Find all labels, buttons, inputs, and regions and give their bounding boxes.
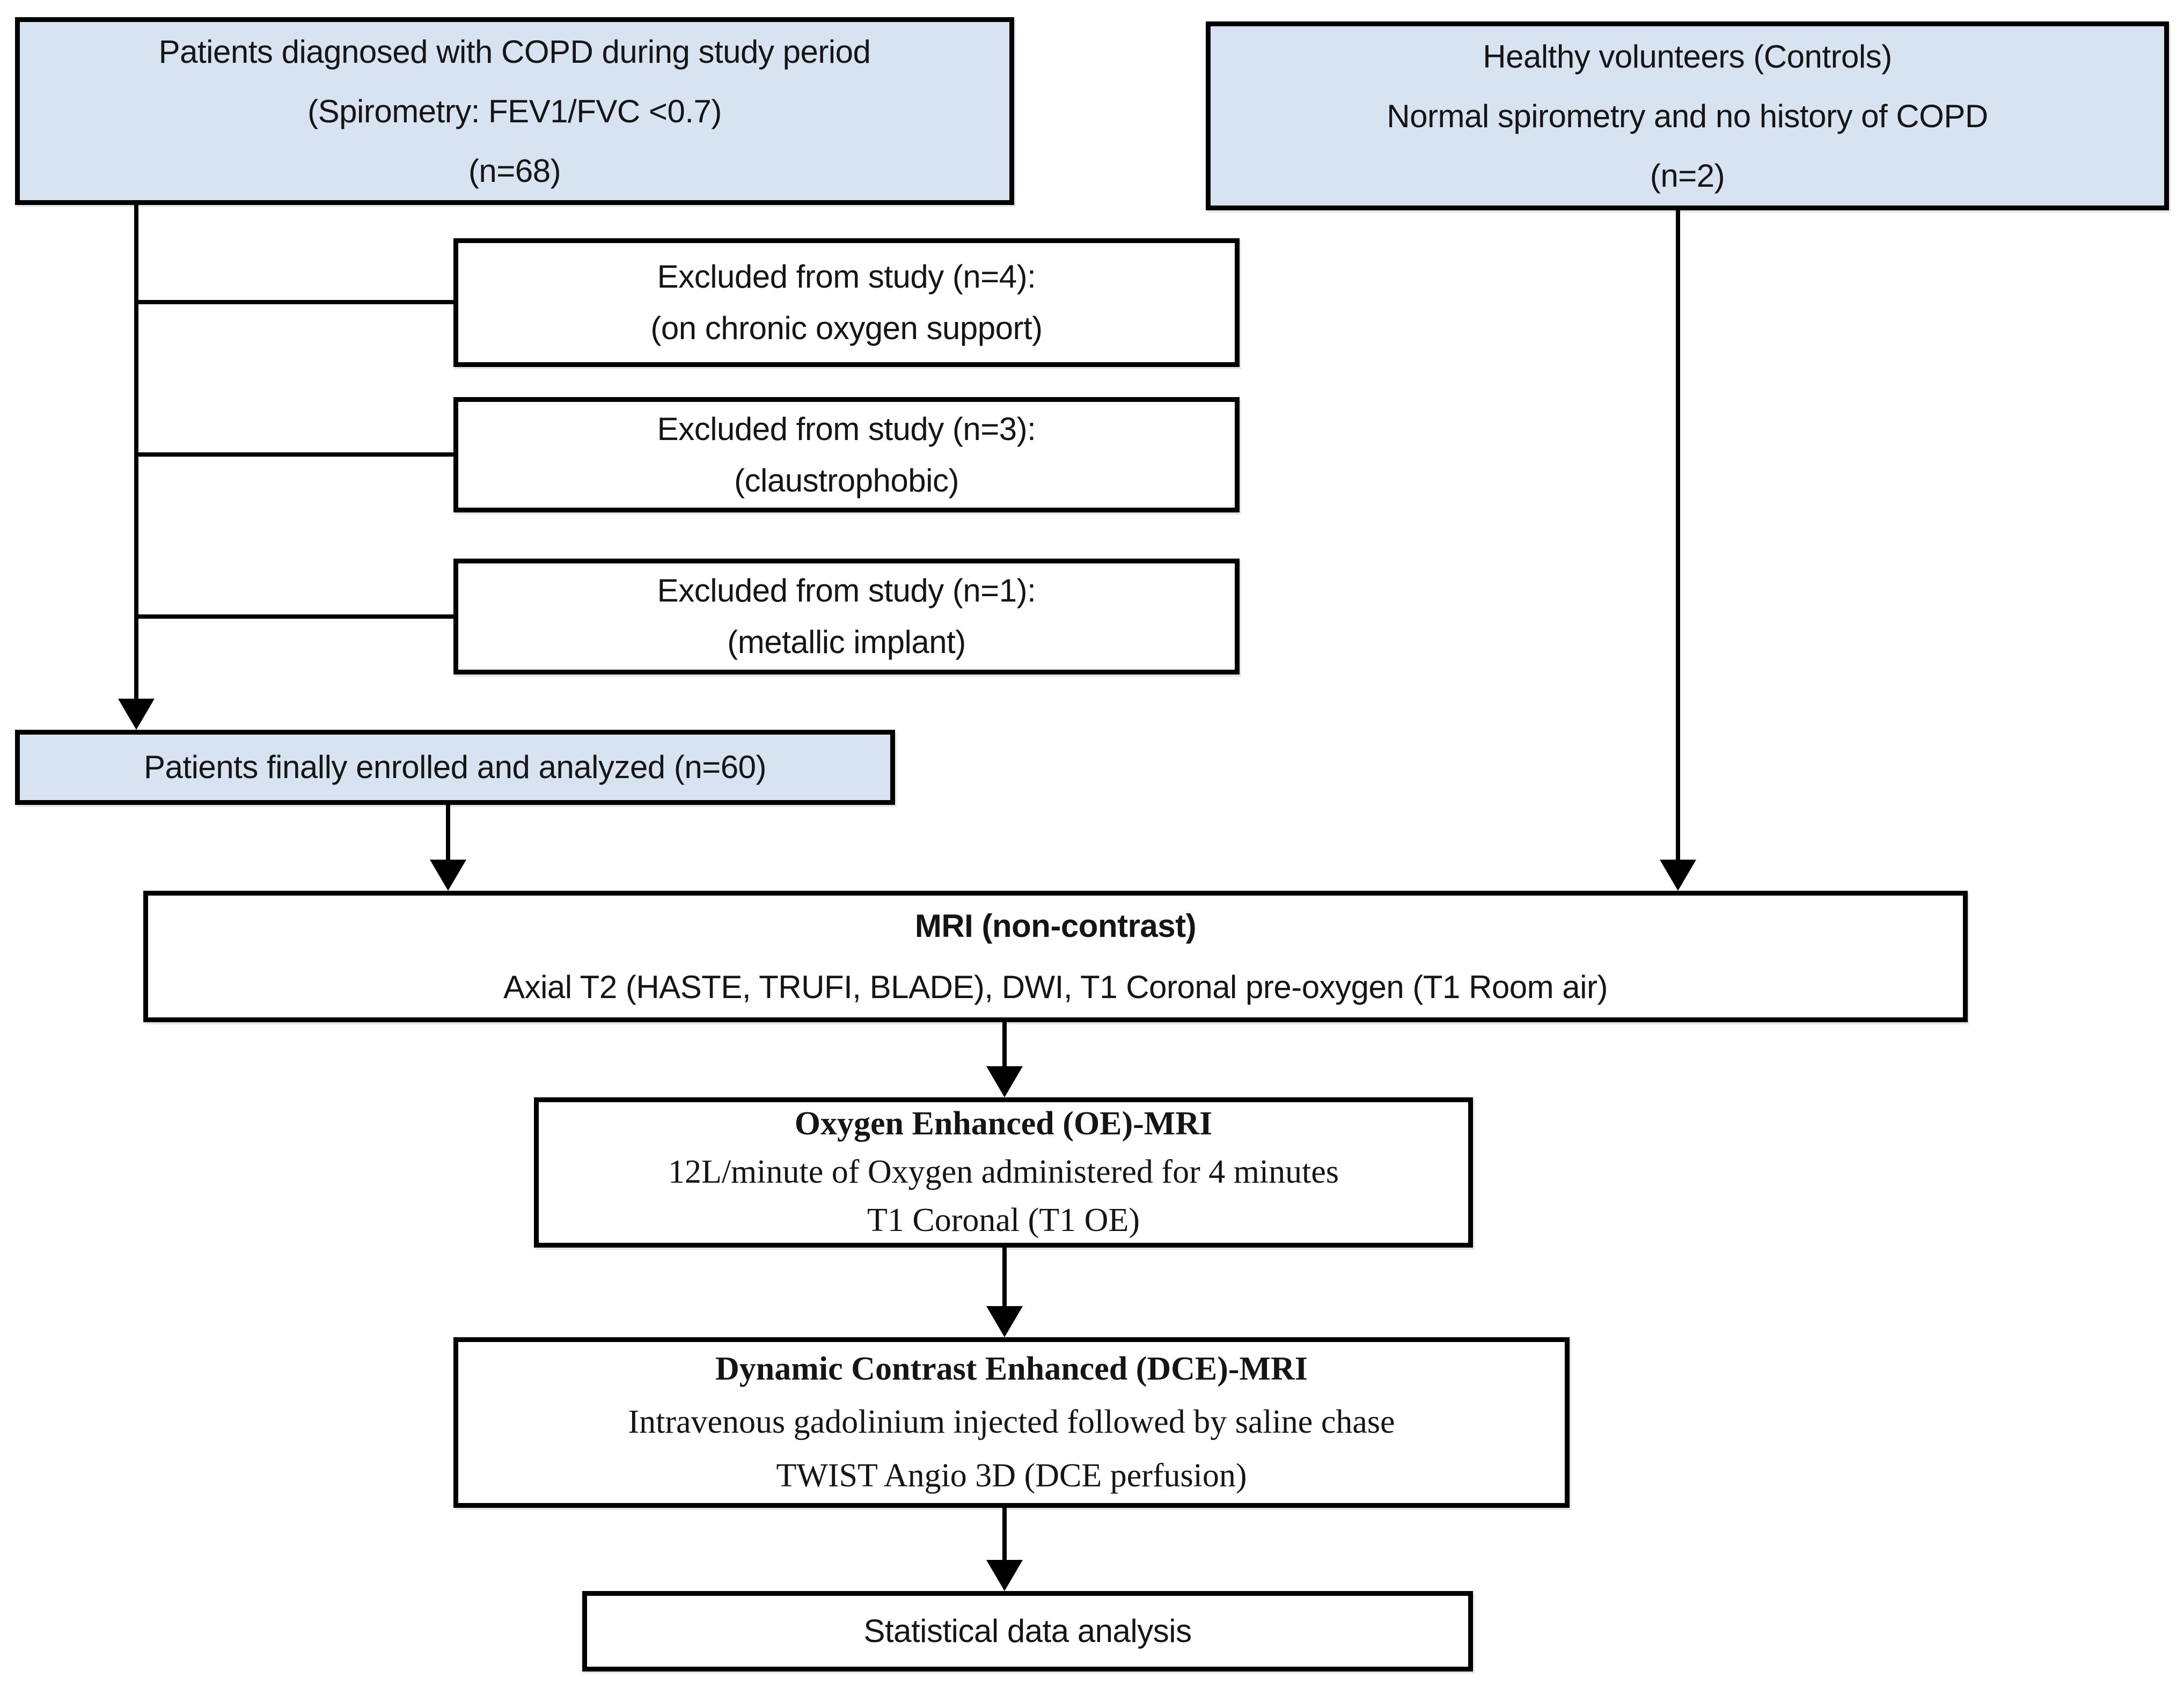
node-mri-non-contrast: MRI (non-contrast) Axial T2 (HASTE, TRUF… — [143, 891, 1968, 1022]
node-text-line: (on chronic oxygen support) — [650, 310, 1043, 346]
connector-enrolled-to-mri-line — [446, 805, 450, 860]
connector-mri-to-oemri-line — [1002, 1022, 1007, 1066]
node-text-line: Normal spirometry and no history of COPD — [1387, 98, 1988, 134]
node-text-line: Patients diagnosed with COPD during stud… — [158, 33, 871, 70]
node-title: Oxygen Enhanced (OE)-MRI — [794, 1105, 1213, 1142]
branch-to-excluded-implant-line — [138, 614, 453, 619]
node-text-line: Excluded from study (n=1): — [657, 573, 1036, 609]
connector-oemri-to-dcemri-line — [1002, 1248, 1007, 1306]
node-text-line: TWIST Angio 3D (DCE perfusion) — [776, 1457, 1247, 1494]
node-text-line: Patients finally enrolled and analyzed (… — [144, 749, 766, 785]
node-text-line: (n=68) — [468, 152, 561, 189]
node-text-line: (claustrophobic) — [734, 462, 959, 499]
node-title: MRI (non-contrast) — [914, 907, 1197, 944]
arrowhead-dcemri-to-stats — [986, 1560, 1023, 1591]
node-text-line: Statistical data analysis — [863, 1613, 1192, 1649]
node-excluded-metallic-implant: Excluded from study (n=1): (metallic imp… — [453, 559, 1240, 675]
branch-to-excluded-claustrophobic-line — [138, 452, 453, 457]
node-text-line: Excluded from study (n=3): — [657, 410, 1036, 447]
node-text-line: (Spirometry: FEV1/FVC <0.7) — [307, 93, 722, 129]
node-text-line: Intravenous gadolinium injected followed… — [628, 1404, 1395, 1441]
node-excluded-oxygen-support: Excluded from study (n=4): (on chronic o… — [453, 238, 1240, 367]
arrowhead-healthy-to-mri — [1660, 860, 1696, 891]
arrowhead-enrolled-to-mri — [430, 860, 466, 891]
node-text-line: Excluded from study (n=4): — [657, 259, 1036, 295]
arrowhead-copd-to-enrolled — [118, 699, 155, 730]
node-text-line: (metallic implant) — [727, 624, 966, 660]
node-healthy-controls: Healthy volunteers (Controls) Normal spi… — [1206, 21, 2169, 210]
node-text-line: Axial T2 (HASTE, TRUFI, BLADE), DWI, T1 … — [503, 969, 1608, 1005]
branch-to-excluded-oxygen-line — [138, 300, 453, 304]
node-dynamic-contrast-enhanced-mri: Dynamic Contrast Enhanced (DCE)-MRI Intr… — [453, 1337, 1570, 1508]
arrowhead-oemri-to-dcemri — [986, 1306, 1023, 1337]
connector-dcemri-to-stats-line — [1002, 1508, 1007, 1560]
node-text-line: Healthy volunteers (Controls) — [1483, 38, 1892, 75]
node-text-line: (n=2) — [1650, 157, 1725, 194]
node-text-line: 12L/minute of Oxygen administered for 4 … — [668, 1154, 1339, 1191]
node-oxygen-enhanced-mri: Oxygen Enhanced (OE)-MRI 12L/minute of O… — [534, 1097, 1473, 1248]
connector-copd-to-enrolled-line — [134, 205, 138, 699]
node-statistical-analysis: Statistical data analysis — [582, 1591, 1473, 1672]
node-title: Dynamic Contrast Enhanced (DCE)-MRI — [715, 1351, 1308, 1388]
arrowhead-mri-to-oemri — [986, 1066, 1023, 1097]
connector-healthy-to-mri-line — [1676, 210, 1680, 860]
node-excluded-claustrophobic: Excluded from study (n=3): (claustrophob… — [453, 397, 1240, 512]
node-copd-patients: Patients diagnosed with COPD during stud… — [15, 17, 1014, 205]
node-enrolled-analyzed: Patients finally enrolled and analyzed (… — [15, 730, 895, 805]
node-text-line: T1 Coronal (T1 OE) — [867, 1201, 1140, 1238]
